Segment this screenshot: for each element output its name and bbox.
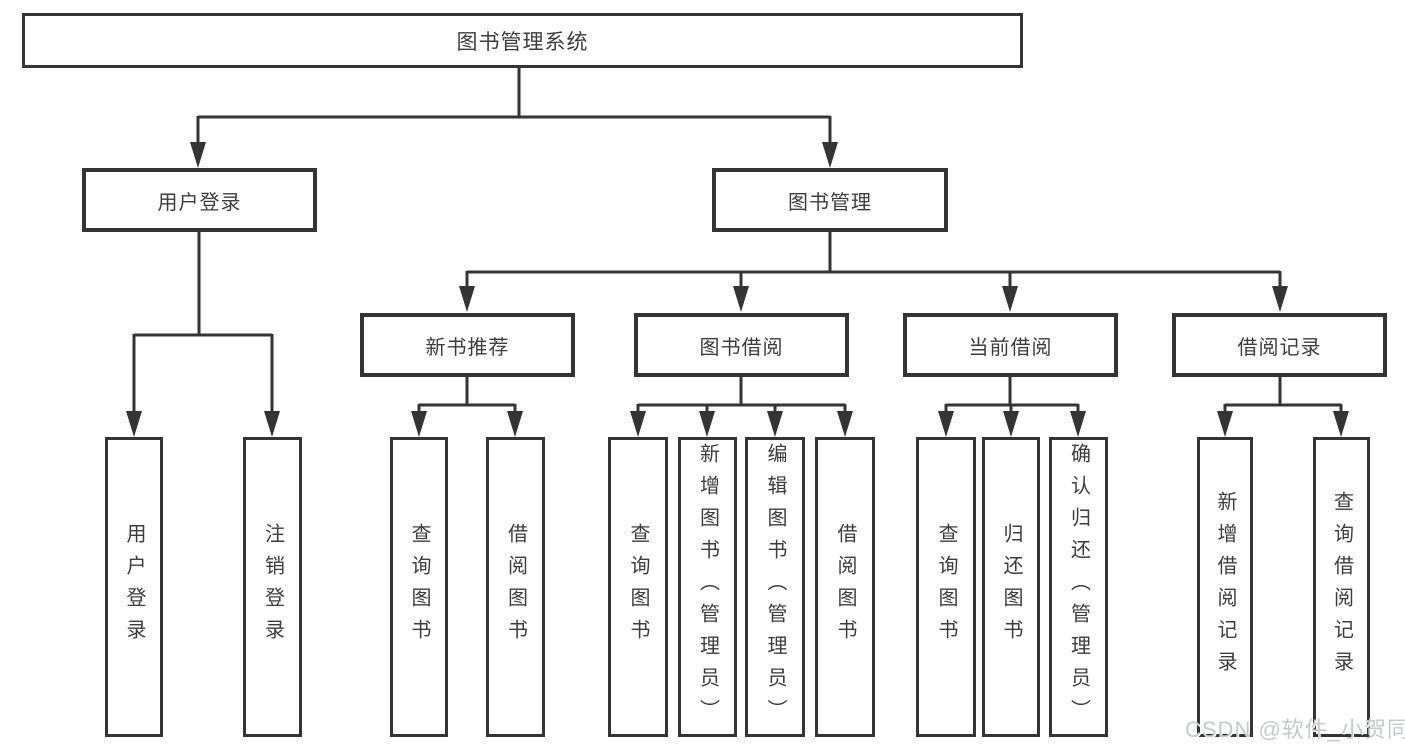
leaf-label: 查询图书: [627, 523, 649, 651]
node-borrowing-records: 借阅记录: [1172, 313, 1387, 377]
node-leaf-query-books-current: 查询图书: [916, 437, 976, 737]
node-leaf-query-books-borrow: 查询图书: [608, 437, 668, 737]
leaf-label: 查询借阅记录: [1330, 491, 1353, 683]
leaf-label: 注销登录: [261, 523, 284, 651]
node-leaf-borrow-books: 借阅图书: [815, 437, 875, 737]
node-book-borrowing: 图书借阅: [634, 313, 849, 377]
node-leaf-add-books-admin: 新增图书（管理员）: [678, 437, 737, 737]
node-library-management-system: 图书管理系统: [22, 13, 1023, 68]
node-book-management: 图书管理: [712, 168, 948, 232]
leaf-label: 新增借阅记录: [1214, 491, 1236, 683]
leaf-label: 借阅图书: [504, 523, 527, 651]
leaf-label: 借阅图书: [834, 523, 856, 651]
node-leaf-borrow-books-recommend: 借阅图书: [486, 437, 545, 737]
leaf-label: 新增图书（管理员）: [696, 443, 719, 731]
node-user-login: 用户登录: [82, 168, 317, 232]
leaf-label: 归还图书: [1000, 523, 1022, 651]
leaf-label: 查询图书: [935, 523, 957, 651]
leaf-label: 用户登录: [123, 523, 145, 651]
node-current-borrowing: 当前借阅: [903, 313, 1118, 377]
node-leaf-user-login: 用户登录: [105, 437, 163, 737]
node-leaf-edit-books-admin: 编辑图书（管理员）: [745, 437, 805, 737]
leaf-label: 确认归还（管理员）: [1067, 443, 1090, 731]
node-leaf-logout: 注销登录: [243, 437, 302, 737]
leaf-label: 查询图书: [408, 523, 430, 651]
node-leaf-return-books: 归还图书: [982, 437, 1040, 737]
node-leaf-add-borrow-record: 新增借阅记录: [1197, 437, 1253, 737]
arrowheads: [126, 142, 1349, 437]
node-leaf-query-borrow-record: 查询借阅记录: [1313, 437, 1370, 737]
node-leaf-query-books-recommend: 查询图书: [390, 437, 448, 737]
node-leaf-confirm-return-admin: 确认归还（管理员）: [1049, 437, 1108, 737]
node-new-book-recommend: 新书推荐: [360, 313, 575, 377]
leaf-label: 编辑图书（管理员）: [764, 443, 786, 731]
csdn-watermark: CSDN @软件_小贺同学: [1185, 717, 1405, 742]
